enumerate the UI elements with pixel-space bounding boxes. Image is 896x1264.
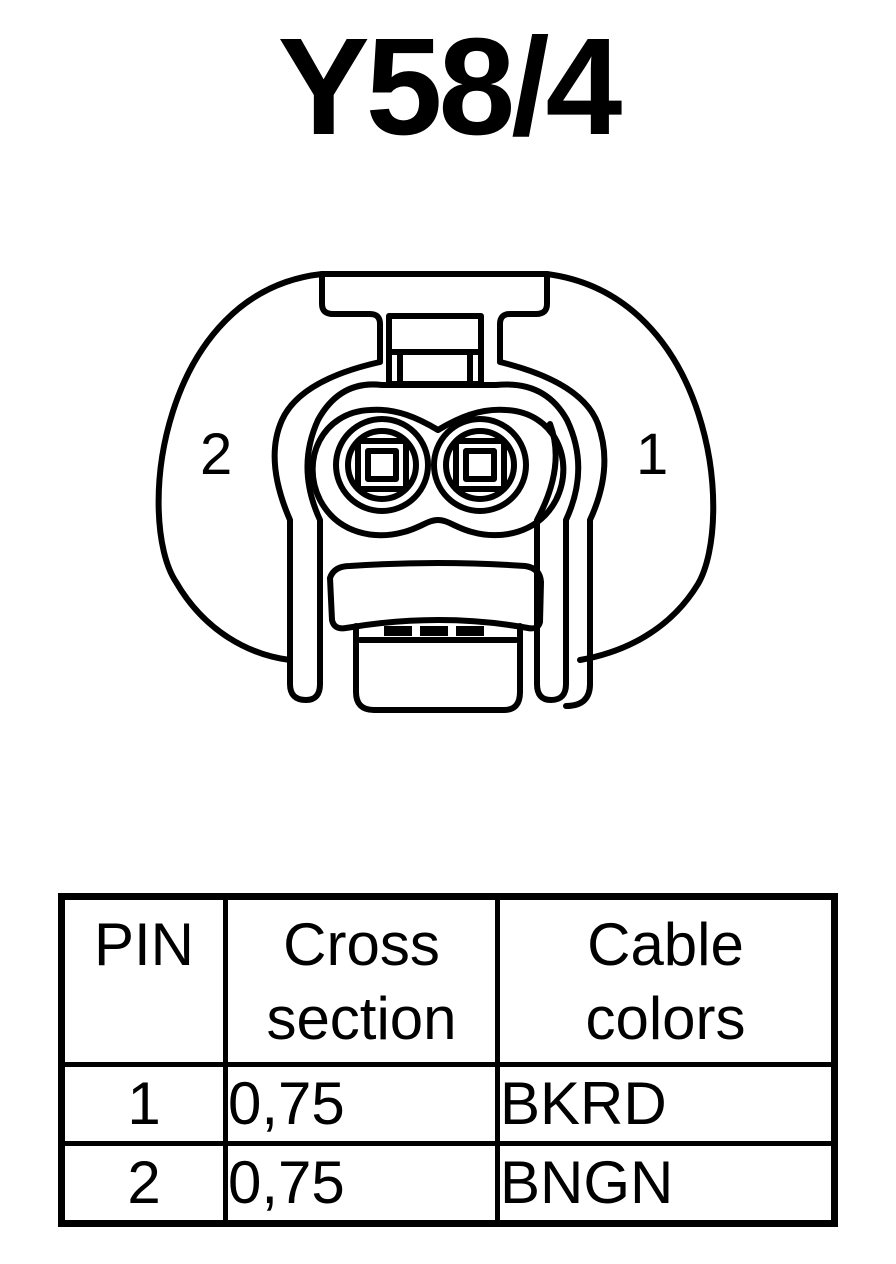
housing-outline [155,271,325,663]
header-cross-line1: Cross [283,911,440,978]
row-cross-section: 0,75 [223,1062,500,1146]
housing-outline-right [544,271,717,663]
pin-table-header: PIN Cross section Cable colors [59,894,837,1067]
row-cable-color: BNGN [495,1141,837,1226]
table-row: 1 0,75 BKRD [59,1062,837,1146]
header-pin: PIN [59,894,228,1067]
row-pin: 1 [59,1062,228,1146]
top-tab-right [497,271,608,709]
top-tab [271,271,582,703]
key-ribs [384,626,484,636]
lower-latch [327,560,544,632]
terminal-pin-1 [431,416,529,514]
header-colors-line2: colors [585,985,746,1052]
pin-label-right: 1 [636,422,668,487]
header-cross-line2: section [266,985,457,1052]
connector-title: Y58/4 [277,10,623,164]
pin-table: PIN Cross section Cable colors 1 0,75 BK… [58,893,838,1227]
header-pin-label: PIN [93,911,195,978]
pin-label-left: 2 [200,422,232,487]
key-block [353,623,523,713]
terminal-cavity [309,406,567,539]
terminal-pin-2 [333,416,431,514]
row-cross-section: 0,75 [223,1141,500,1226]
table-row: 2 0,75 BNGN [59,1141,837,1226]
row-pin: 2 [59,1141,228,1226]
header-cable-colors: Cable colors [495,894,837,1067]
header-colors-line1: Cable [587,911,744,978]
header-cross-section: Cross section [223,894,500,1067]
row-cable-color: BKRD [495,1062,837,1146]
